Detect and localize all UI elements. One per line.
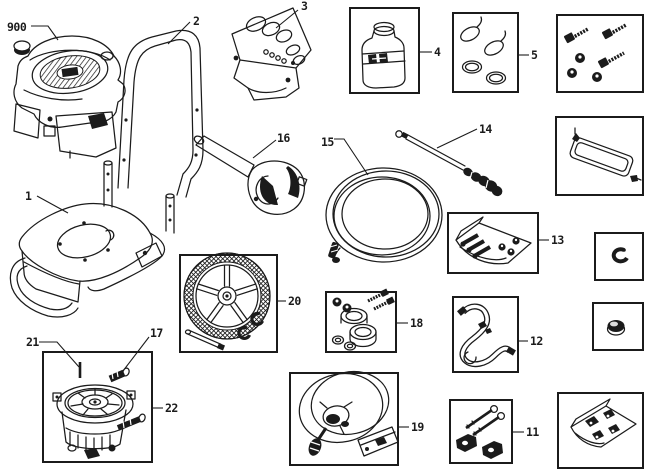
bolt-clamp-kit-box — [449, 399, 513, 464]
callout-18-label: 18 — [410, 316, 423, 330]
nut-icon — [567, 53, 602, 82]
callout-2: 2 — [167, 14, 200, 45]
callout-4: 4 — [419, 45, 442, 59]
callout-19-label: 19 — [411, 420, 424, 434]
callout-15: 15 — [321, 135, 369, 176]
callout-900: 900 — [7, 20, 59, 41]
hose-illustration — [325, 167, 443, 263]
bolt-nut-kit-box — [556, 14, 644, 93]
callout-900-label: 900 — [7, 20, 27, 34]
callout-5-label: 5 — [531, 48, 538, 62]
wand-illustration — [395, 130, 503, 197]
callout-11-label: 11 — [526, 425, 539, 439]
pump-kit-box — [42, 351, 153, 463]
hose-kit-box — [452, 296, 519, 373]
grommet-kit-box — [592, 302, 644, 351]
callout-20-label: 20 — [288, 294, 301, 308]
hardware-bag-box — [447, 212, 539, 274]
panel-illustration — [231, 7, 312, 101]
callout-19: 19 — [398, 420, 425, 434]
callout-3: 3 — [275, 0, 309, 29]
engine-illustration — [13, 35, 126, 159]
callout-20: 20 — [277, 294, 302, 308]
bottle-kit-box — [349, 7, 420, 94]
spray-gun-illustration — [193, 135, 308, 215]
callout-22-label: 22 — [165, 401, 178, 415]
callout-17: 17 — [122, 326, 164, 372]
eclip-kit-box — [594, 232, 644, 281]
callout-14-label: 14 — [479, 122, 492, 136]
callout-12-label: 12 — [530, 334, 543, 348]
callout-3-label: 3 — [301, 0, 308, 13]
callout-13: 13 — [538, 233, 565, 247]
callout-1: 1 — [25, 189, 69, 214]
callout-5: 5 — [518, 48, 539, 62]
callout-13-label: 13 — [551, 233, 564, 247]
callout-11: 11 — [512, 425, 540, 439]
seal-kit-box — [325, 288, 397, 353]
callout-21: 21 — [26, 335, 80, 368]
callout-2-label: 2 — [193, 14, 199, 28]
callout-18: 18 — [396, 316, 424, 330]
pump-outlet — [116, 413, 146, 431]
callout-14: 14 — [436, 122, 493, 149]
fittings-bag-box — [557, 392, 644, 469]
callout-15-label: 15 — [321, 135, 334, 149]
callout-16: 16 — [252, 131, 291, 159]
bolt-icon — [563, 23, 627, 69]
handle-illustration — [117, 29, 204, 198]
callout-16-label: 16 — [277, 131, 290, 145]
callout-17-label: 17 — [150, 326, 163, 340]
callout-22: 22 — [152, 401, 178, 415]
callout-12: 12 — [518, 334, 543, 348]
callout-1-label: 1 — [25, 189, 32, 203]
clip-kit-box — [452, 12, 519, 93]
hose-reel-box — [289, 370, 399, 466]
wheel-kit-box — [179, 252, 278, 353]
callout-21-label: 21 — [26, 335, 39, 349]
support-frame-kit-box — [555, 116, 644, 196]
callout-4-label: 4 — [434, 45, 441, 59]
frame-illustration — [9, 160, 175, 318]
